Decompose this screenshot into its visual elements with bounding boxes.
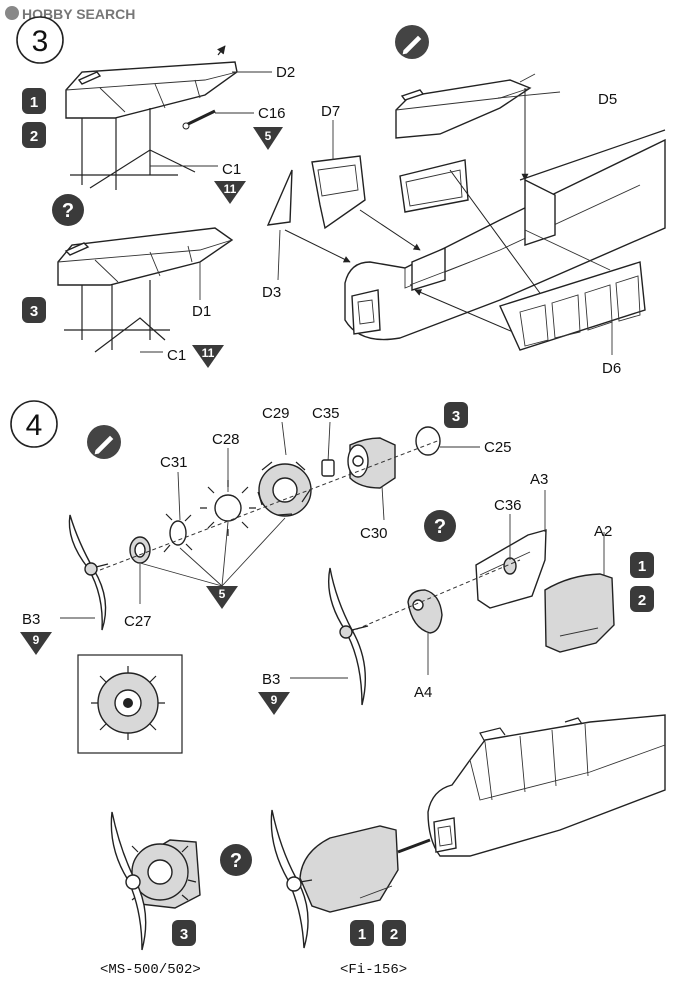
watermark-text: HOBBY SEARCH xyxy=(22,6,135,22)
svg-text:1: 1 xyxy=(30,94,38,111)
step-4-number: 4 xyxy=(26,409,43,442)
part-C25-drawing xyxy=(415,426,441,456)
question-icon-3: ? xyxy=(220,844,252,876)
caption-fi156: <Fi-156> xyxy=(340,962,407,978)
label-D3: D3 xyxy=(262,284,281,301)
marker-triangle-5-step4: 5 xyxy=(206,586,238,609)
marker-square-1: 1 xyxy=(22,88,46,114)
part-C31-drawing xyxy=(163,513,193,553)
step-3-section: 3 1 2 ? 3 xyxy=(16,16,666,377)
marker-triangle-11-bottom: 11 xyxy=(192,345,224,368)
label-C1-bottom: C1 xyxy=(167,347,186,364)
svg-text:1: 1 xyxy=(358,926,366,943)
label-C27: C27 xyxy=(124,613,152,630)
label-D7: D7 xyxy=(321,103,340,120)
part-C30-drawing xyxy=(347,437,396,489)
marker-triangle-9-right: 9 xyxy=(258,692,290,715)
svg-text:9: 9 xyxy=(271,693,278,707)
step-3-circle xyxy=(16,16,64,64)
label-D1: D1 xyxy=(192,303,211,320)
label-C25: C25 xyxy=(484,439,512,456)
part-A4-drawing xyxy=(407,589,443,634)
fuselage-step4-drawing xyxy=(427,714,666,857)
fuselage-step3-drawing xyxy=(344,129,666,341)
svg-text:5: 5 xyxy=(219,587,226,601)
label-C30: C30 xyxy=(360,525,388,542)
part-D6-drawing xyxy=(499,261,646,351)
ms500-nose-assembly xyxy=(110,811,201,951)
svg-text:2: 2 xyxy=(638,592,646,609)
svg-text:5: 5 xyxy=(265,129,272,143)
part-B3-propeller-right xyxy=(327,567,369,706)
part-C35-drawing xyxy=(321,459,335,477)
svg-text:3: 3 xyxy=(30,303,38,320)
fi156-nose-assembly xyxy=(270,809,431,949)
part-D3-drawing xyxy=(266,169,351,263)
marker-triangle-5: 5 xyxy=(253,127,283,150)
part-D5-drawing xyxy=(395,73,536,213)
paint-pencil-icon-2 xyxy=(87,425,121,459)
label-D5: D5 xyxy=(598,91,617,108)
watermark: HOBBY SEARCH xyxy=(5,6,135,22)
marker-triangle-11-top: 11 xyxy=(214,181,246,204)
label-C35: C35 xyxy=(312,405,340,422)
svg-text:11: 11 xyxy=(202,346,215,360)
label-B3-right: B3 xyxy=(262,671,280,688)
svg-text:1: 1 xyxy=(638,558,646,575)
marker-square-1-fi156: 1 xyxy=(350,920,374,946)
label-C16: C16 xyxy=(258,105,286,122)
svg-text:11: 11 xyxy=(224,182,237,196)
label-B3-left: B3 xyxy=(22,611,40,628)
marker-square-2-fi156: 2 xyxy=(382,920,406,946)
part-C27-drawing xyxy=(129,536,151,564)
svg-text:9: 9 xyxy=(33,633,40,647)
marker-triangle-9-left: 9 xyxy=(20,632,52,655)
svg-text:3: 3 xyxy=(452,408,460,425)
caption-ms500: <MS-500/502> xyxy=(100,962,201,978)
part-D2-drawing xyxy=(65,45,238,190)
step-4-circle xyxy=(10,400,58,448)
part-C16-drawing xyxy=(182,109,216,130)
marker-square-2: 2 xyxy=(22,122,46,148)
label-C36: C36 xyxy=(494,497,522,514)
part-C29-drawing xyxy=(257,461,312,517)
marker-square-3-step4: 3 xyxy=(444,402,468,428)
marker-square-3: 3 xyxy=(22,297,46,323)
label-C31: C31 xyxy=(160,454,188,471)
marker-square-2-step4: 2 xyxy=(630,586,654,612)
step-4-section: 4 C29 C35 C28 C31 3 C25 C30 xyxy=(10,400,666,978)
marker-square-1-step4: 1 xyxy=(630,552,654,578)
label-C29: C29 xyxy=(262,405,290,422)
question-icon: ? xyxy=(52,194,84,226)
engine-detail-inset xyxy=(77,654,183,754)
part-D1-drawing xyxy=(57,227,234,353)
label-D6: D6 xyxy=(602,360,621,377)
svg-text:?: ? xyxy=(62,200,74,222)
part-A3-drawing xyxy=(475,529,547,609)
svg-text:3: 3 xyxy=(180,926,188,943)
label-A4: A4 xyxy=(414,684,432,701)
svg-text:2: 2 xyxy=(30,128,38,145)
part-D7-drawing xyxy=(311,155,421,251)
label-C28: C28 xyxy=(212,431,240,448)
label-A3: A3 xyxy=(530,471,548,488)
part-B3-propeller-left xyxy=(68,514,109,631)
marker-square-3-ms500: 3 xyxy=(172,920,196,946)
label-D2: D2 xyxy=(276,64,295,81)
paint-pencil-icon xyxy=(395,25,429,59)
svg-text:?: ? xyxy=(434,516,446,538)
part-C28-drawing xyxy=(200,480,256,536)
part-A2-drawing xyxy=(544,573,615,653)
svg-text:2: 2 xyxy=(390,926,398,943)
label-C1-top: C1 xyxy=(222,161,241,178)
label-A2: A2 xyxy=(594,523,612,540)
svg-text:?: ? xyxy=(230,850,242,872)
step-3-number: 3 xyxy=(32,25,49,58)
question-icon-2: ? xyxy=(424,510,456,542)
